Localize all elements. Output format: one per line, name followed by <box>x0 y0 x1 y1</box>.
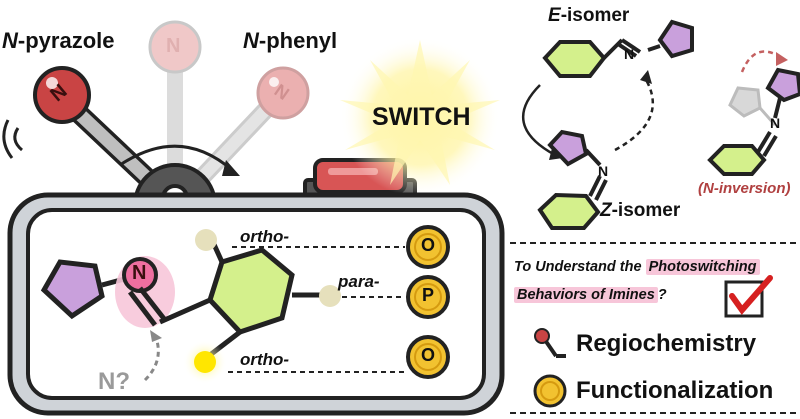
button-o-bottom-letter: O <box>421 345 436 365</box>
label-n-pyrazole: N-pyrazole <box>2 28 115 53</box>
label-functionalization: Functionalization <box>576 377 774 404</box>
z-pentagon <box>547 129 589 167</box>
z-n-atom: N <box>598 163 609 179</box>
knob-faded-middle <box>148 20 202 74</box>
knob-n-pyrazole <box>33 66 91 124</box>
button-o-top-letter: O <box>421 235 436 255</box>
label-z-isomer: Z-isomer <box>600 200 681 221</box>
coin-icon <box>533 374 567 408</box>
knob-letter-middle: N <box>166 35 181 57</box>
pentagon-pyrazole <box>40 259 105 320</box>
inversion-n-atom: N <box>770 115 781 131</box>
check-box-icon <box>724 275 773 318</box>
lever-assembly <box>2 20 310 212</box>
question-line-2: Behaviors of Imines? <box>514 287 667 303</box>
knob-n-phenyl <box>256 66 310 120</box>
label-ortho-top: ortho- <box>240 227 290 246</box>
switch-burst <box>340 37 500 197</box>
z-hexagon <box>537 192 601 230</box>
pin-icon <box>534 328 566 358</box>
isomer-panel <box>522 19 800 230</box>
imine-n-atom: N <box>132 262 147 284</box>
label-n-inversion: (N-inversion) <box>698 180 791 197</box>
function-buttons <box>406 225 450 379</box>
label-regiochemistry: Regiochemistry <box>576 330 757 357</box>
question-line-1: To Understand the Photoswitching <box>514 259 760 275</box>
button-p-letter: P <box>422 285 435 305</box>
label-ortho-bottom: ortho- <box>240 350 290 369</box>
e-hexagon <box>542 40 607 78</box>
label-n-question: N? <box>98 368 130 395</box>
molecule <box>40 229 405 384</box>
label-n-phenyl: N-phenyl <box>243 28 338 53</box>
label-e-isomer: E-isomer <box>548 5 630 26</box>
switch-label: SWITCH <box>372 103 471 131</box>
e-pentagon <box>657 19 694 59</box>
e-n-atom: N <box>624 46 635 62</box>
label-para: para- <box>338 272 380 291</box>
